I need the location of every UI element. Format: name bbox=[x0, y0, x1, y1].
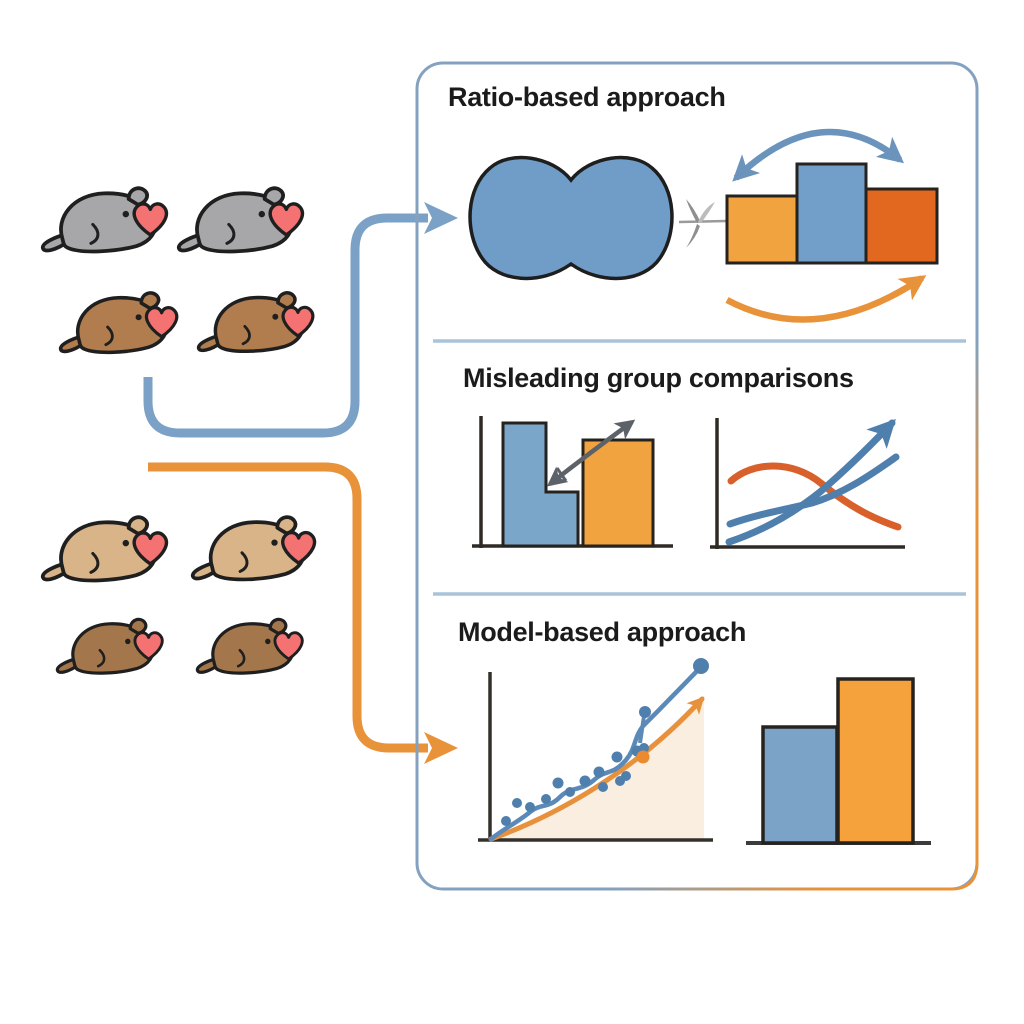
mouse-haunch-line bbox=[104, 325, 114, 347]
mouse-icon bbox=[40, 515, 169, 583]
mouse-haunch-line bbox=[238, 551, 249, 573]
mouse-ear bbox=[128, 617, 148, 636]
mouse-eye bbox=[122, 539, 130, 547]
model-scatter-plot bbox=[478, 658, 713, 842]
mouse-ear bbox=[276, 291, 297, 310]
heart-icon bbox=[268, 202, 305, 237]
heart-icon bbox=[273, 631, 304, 661]
mouse-icon bbox=[55, 617, 164, 675]
mouse-haunch-line bbox=[89, 222, 100, 245]
top-mouse-group bbox=[40, 186, 315, 355]
gray-double-arrow bbox=[546, 419, 636, 487]
section-misleading-graphics bbox=[472, 416, 905, 549]
blue-step-bars bbox=[501, 421, 580, 548]
mouse-eye bbox=[258, 210, 266, 218]
mouse-icon bbox=[190, 515, 317, 582]
misleading-line-chart bbox=[710, 418, 905, 549]
arrowhead-blue bbox=[424, 202, 458, 234]
mouse-haunch-line bbox=[236, 648, 246, 668]
mouse-icon bbox=[40, 186, 169, 254]
mouse-ear bbox=[268, 617, 288, 636]
mice-layer bbox=[40, 186, 317, 675]
ratio-bar-dark-orange bbox=[864, 187, 939, 265]
heart-icon bbox=[281, 530, 317, 565]
blue-curve-steep-arrow bbox=[725, 418, 896, 546]
mouse-ear bbox=[126, 515, 149, 536]
panel-frame bbox=[415, 61, 979, 891]
blue-curve-gentle bbox=[726, 453, 900, 528]
mouse-eye bbox=[125, 638, 131, 645]
heart-icon bbox=[133, 631, 164, 661]
gray-arrow-tick bbox=[555, 467, 568, 482]
model-bar-blue bbox=[761, 725, 839, 845]
blue-arc-double-arrow bbox=[732, 128, 905, 182]
mouse-ear bbox=[139, 291, 161, 311]
heart-icon bbox=[144, 306, 179, 339]
connector-top-group-arrow bbox=[143, 202, 458, 438]
misleading-bar-chart bbox=[472, 416, 673, 548]
mouse-ear bbox=[275, 515, 298, 536]
misleading-bar-orange bbox=[581, 438, 655, 548]
propeller-glyph-icon bbox=[678, 199, 728, 248]
heart-icon bbox=[132, 202, 169, 237]
heart-icon bbox=[281, 305, 315, 338]
mouse-eye bbox=[272, 313, 279, 320]
orange-point bbox=[636, 750, 650, 764]
section-title-model: Model-based approach bbox=[458, 617, 747, 647]
big-end-point bbox=[693, 658, 709, 674]
section-ratio-graphics bbox=[468, 128, 939, 323]
bottom-mouse-group bbox=[40, 515, 317, 675]
mouse-eye bbox=[265, 638, 271, 645]
mouse-icon bbox=[195, 617, 304, 675]
mouse-eye bbox=[122, 210, 130, 218]
model-bar-chart bbox=[746, 677, 931, 845]
connector-bottom-group-arrow bbox=[148, 462, 458, 764]
mouse-haunch-line bbox=[241, 324, 251, 346]
section-title-ratio: Ratio-based approach bbox=[448, 82, 726, 112]
mouse-eye bbox=[135, 314, 142, 321]
blue-spur bbox=[638, 715, 646, 744]
ratio-bar-orange bbox=[725, 194, 799, 265]
mouse-icon bbox=[58, 291, 179, 355]
orange-arc-arrow bbox=[725, 275, 927, 323]
mouse-icon bbox=[196, 291, 315, 354]
section-title-misleading: Misleading group comparisons bbox=[463, 363, 854, 393]
mouse-ear bbox=[126, 186, 149, 207]
section-model-graphics bbox=[478, 658, 931, 845]
orange-trend-line bbox=[488, 696, 705, 842]
heart-icon bbox=[132, 531, 169, 566]
orange-curve bbox=[727, 462, 902, 531]
scatter-points bbox=[501, 658, 709, 826]
arrowhead-orange bbox=[424, 732, 458, 764]
mouse-eye bbox=[271, 539, 278, 546]
mouse-haunch-line bbox=[96, 648, 106, 668]
mouse-haunch-line bbox=[225, 222, 236, 245]
mouse-haunch-line bbox=[89, 551, 100, 574]
merged-blob bbox=[468, 155, 674, 281]
mouse-icon bbox=[176, 186, 305, 254]
mouse-ear bbox=[262, 186, 285, 207]
shaded-area bbox=[491, 697, 704, 839]
ratio-bar-blue bbox=[795, 162, 868, 265]
model-bar-orange bbox=[836, 677, 915, 845]
